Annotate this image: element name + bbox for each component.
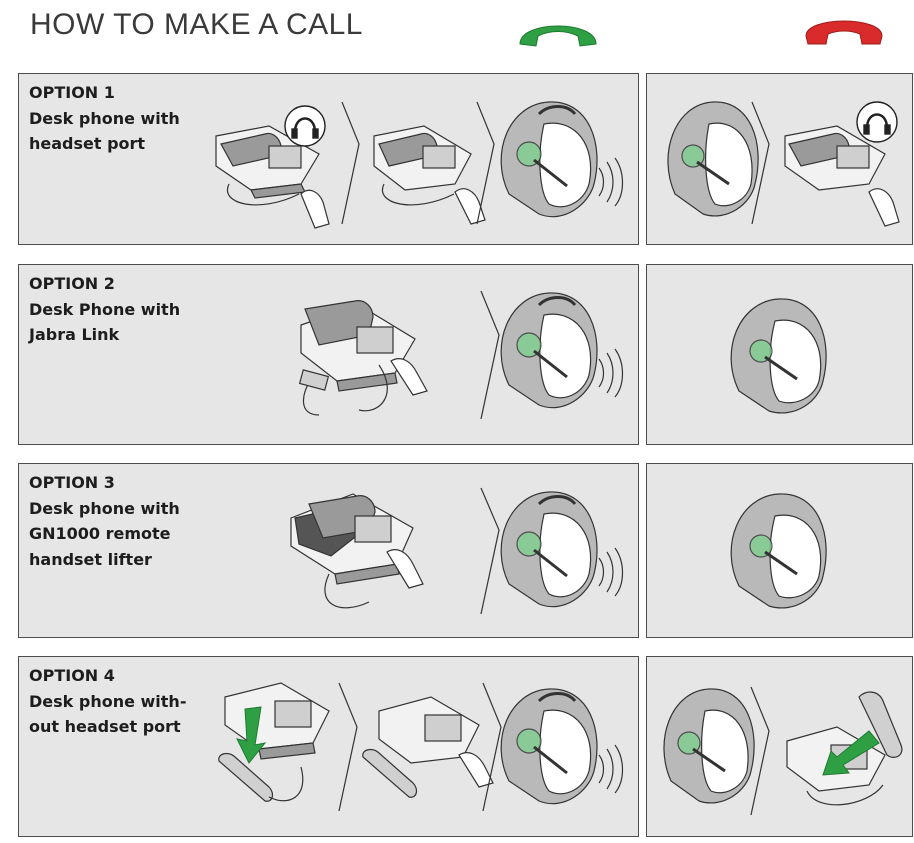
option-1-title: OPTION 1 [29,83,115,102]
option-4-end-panel [646,656,913,837]
option-1-description: Desk phone with headset port [29,108,180,154]
step-chevron [476,101,495,225]
hand-illustration [300,189,330,229]
phone-end-icon [805,20,883,45]
step-chevron [338,682,358,812]
hand-illustration [386,549,424,589]
step-chevron [480,290,500,420]
headset-user-face [663,688,755,804]
desk-phone-illustration [784,125,900,227]
desk-phone-illustration [215,125,320,206]
headset-user-face [500,292,624,409]
option-4-illustrations [218,682,624,812]
step-chevron [750,686,770,816]
option-2-panel: OPTION 2 Desk Phone with Jabra Link [18,264,639,445]
headset-user-face [667,101,759,217]
option-4-end-illustrations [663,686,903,816]
desk-phone-illustration [218,682,330,802]
headset-user-face [730,298,827,414]
desk-phone-illustration [786,691,903,806]
headset-user-face [500,491,624,608]
option-1-illustrations [215,101,624,229]
step-chevron [751,101,770,225]
step-chevron [482,682,502,812]
headset-port-icon [284,105,326,147]
down-arrow-icon [236,706,267,764]
step-chevron [480,487,500,615]
hand-illustration [390,358,428,396]
phone-answer-icon [519,25,597,47]
headset-user-face [500,688,624,805]
option-4-title: OPTION 4 [29,666,115,685]
option-3-panel: OPTION 3 Desk phone with GN1000 remote h… [18,463,639,638]
desk-phone-illustration [290,493,414,609]
option-2-illustrations [298,290,624,420]
option-2-description: Desk Phone with Jabra Link [29,299,181,345]
option-3-title: OPTION 3 [29,473,115,492]
option-4-panel: OPTION 4 Desk phone with-out headset por… [18,656,639,837]
desk-phone-illustration [362,696,494,798]
page-title: HOW TO MAKE A CALL [30,8,363,41]
option-1-end-panel [646,73,913,245]
down-arrow-icon [822,730,880,776]
headset-user-face [500,101,624,218]
option-3-end-panel [646,463,913,638]
option-2-title: OPTION 2 [29,274,115,293]
option-2-end-panel [646,264,913,445]
option-3-end-illustrations [730,493,827,609]
option-1-end-illustrations [667,101,900,227]
option-3-description: Desk phone with GN1000 remote handset li… [29,498,180,569]
option-1-panel: OPTION 1 Desk phone with headset port [18,73,639,245]
step-chevron [341,101,360,225]
headset-port-icon [856,101,898,143]
desk-phone-illustration [298,300,416,416]
option-3-illustrations [290,487,624,615]
headset-user-face [730,493,827,609]
option-4-description: Desk phone with-out headset port [29,691,187,737]
desk-phone-illustration [373,125,486,225]
option-2-end-illustrations [730,298,827,414]
